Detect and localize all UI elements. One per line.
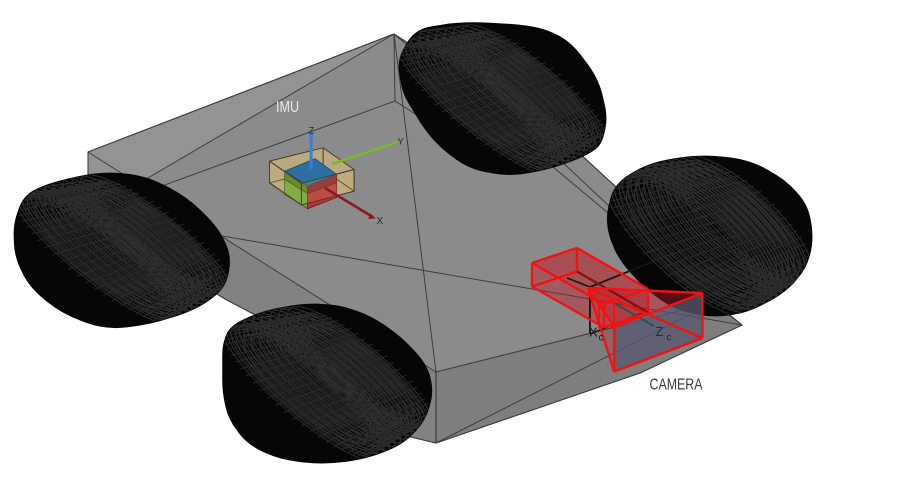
svg-text:X: X [377,216,384,227]
svg-text:CAMERA: CAMERA [650,377,703,394]
svg-text:IMU: IMU [276,99,299,116]
svg-text:c: c [599,333,604,344]
svg-text:c: c [667,333,672,344]
svg-text:Z: Z [309,125,315,136]
svg-text:X: X [589,325,598,340]
svg-text:Y: Y [398,137,405,148]
svg-text:Z: Z [656,324,664,339]
